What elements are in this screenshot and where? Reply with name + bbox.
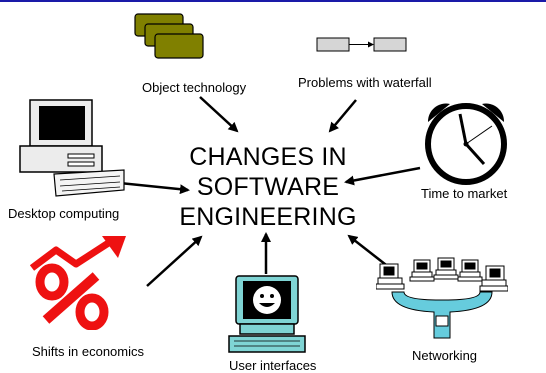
title-line-2: SOFTWARE: [196, 173, 340, 201]
arrow-time-to-market: [344, 166, 421, 186]
percent-arrow-icon: [30, 236, 126, 330]
label-waterfall: Problems with waterfall: [298, 75, 432, 90]
stacked-folders-icon: [134, 13, 204, 59]
label-user-interfaces: User interfaces: [229, 358, 317, 373]
top-rule: [0, 0, 546, 2]
smiley-terminal-icon: [228, 275, 306, 353]
desktop-computer-icon: [19, 99, 125, 197]
arrow-networking: [347, 234, 391, 269]
diagram-title: CHANGES IN SOFTWARE ENGINEERING: [158, 142, 378, 232]
title-line-1: CHANGES IN: [189, 143, 347, 171]
network-computers-icon: [376, 257, 508, 339]
label-networking: Networking: [412, 348, 478, 363]
arrow-economics: [146, 235, 203, 287]
label-time-to-market: Time to market: [421, 186, 508, 201]
arrow-object-technology: [199, 96, 239, 133]
alarm-clock-icon: [425, 103, 507, 185]
waterfall-boxes-icon: [316, 37, 407, 52]
label-desktop-computing: Desktop computing: [8, 206, 120, 221]
label-shifts-in-economics: Shifts in economics: [32, 344, 144, 359]
title-line-3: ENGINEERING: [179, 203, 357, 231]
arrow-desktop: [119, 181, 190, 195]
label-object-technology: Object technology: [142, 80, 247, 95]
arrow-waterfall: [328, 99, 357, 133]
